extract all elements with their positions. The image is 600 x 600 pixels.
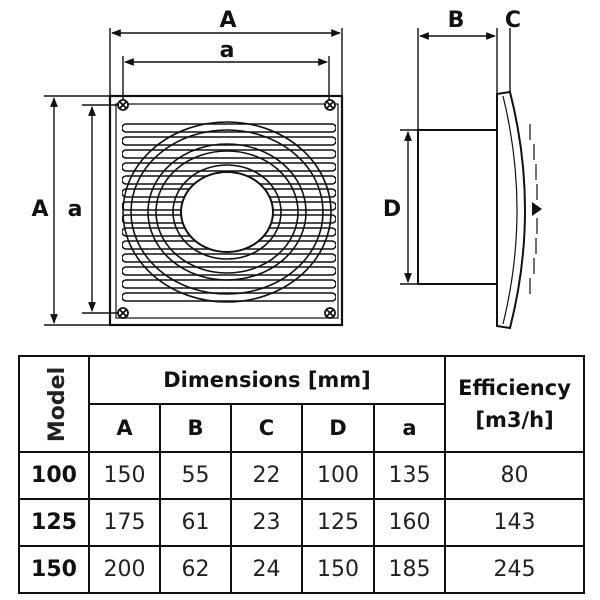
efficiency-header-cell: Efficiency [m3/h] [444,355,586,453]
front-view: A a A a [31,8,344,327]
table-row: 125 175 61 23 125 160 143 [18,498,586,547]
value-cell: 200 [88,545,161,594]
dimensions-table: Model Dimensions [mm] Efficiency [m3/h] … [18,355,586,594]
front-inner-frame [115,103,339,319]
screw-icon [117,99,129,111]
dim-a-height-label: a [68,197,83,222]
screw-icon [117,307,129,319]
dim-D-label: D [383,197,401,222]
efficiency-header: Efficiency [458,376,571,400]
efficiency-cell: 245 [444,545,586,594]
table-row: 100 150 55 22 100 135 80 [18,451,586,500]
value-cell: 100 [301,451,375,500]
dim-a-width-label: a [220,38,235,63]
value-cell: 160 [372,498,447,547]
model-header: Model [45,366,71,442]
model-cell: 150 [18,545,90,594]
model-cell: 100 [18,451,90,500]
value-cell: 23 [230,498,303,547]
dim-A-width-label: A [219,8,236,33]
value-cell: 135 [372,451,447,500]
column-header: B [159,403,232,453]
center-hub [180,171,274,253]
value-cell: 150 [301,545,375,594]
dim-B [417,28,511,130]
efficiency-cell: 143 [444,498,586,547]
efficiency-cell: 80 [444,451,586,500]
dim-a-width [122,56,330,100]
screw-icon [324,307,336,319]
model-header-cell: Model [18,355,90,453]
value-cell: 125 [301,498,375,547]
value-cell: 150 [88,451,161,500]
cover-louver-tips [529,124,538,294]
column-header: D [301,403,375,453]
value-cell: 185 [372,545,447,594]
dim-A-height [44,95,110,326]
dim-D [400,129,418,285]
value-cell: 61 [159,498,232,547]
dim-B-label: B [448,8,465,33]
dimensions-header: Dimensions [mm] [87,355,447,405]
concentric-rings [122,121,332,303]
model-cell: 125 [18,498,90,547]
screw-icon [324,99,336,111]
dim-C-label: C [505,8,521,33]
dim-A-width [109,28,343,96]
column-header: a [372,403,447,453]
value-cell: 62 [159,545,232,594]
column-header: A [88,403,161,453]
technical-drawing: A a A a [31,8,542,330]
dim-A-height-label: A [31,197,48,222]
dim-a-height [82,104,118,314]
side-cover [496,90,526,330]
value-cell: 22 [230,451,303,500]
airflow-arrow-icon [532,202,542,216]
side-view: B C D [383,8,542,330]
table-row: 150 200 62 24 150 185 245 [18,545,586,594]
value-cell: 24 [230,545,303,594]
value-cell: 175 [88,498,161,547]
value-cell: 55 [159,451,232,500]
efficiency-unit: [m3/h] [475,408,554,432]
column-header: C [230,403,303,453]
side-duct [417,129,498,285]
